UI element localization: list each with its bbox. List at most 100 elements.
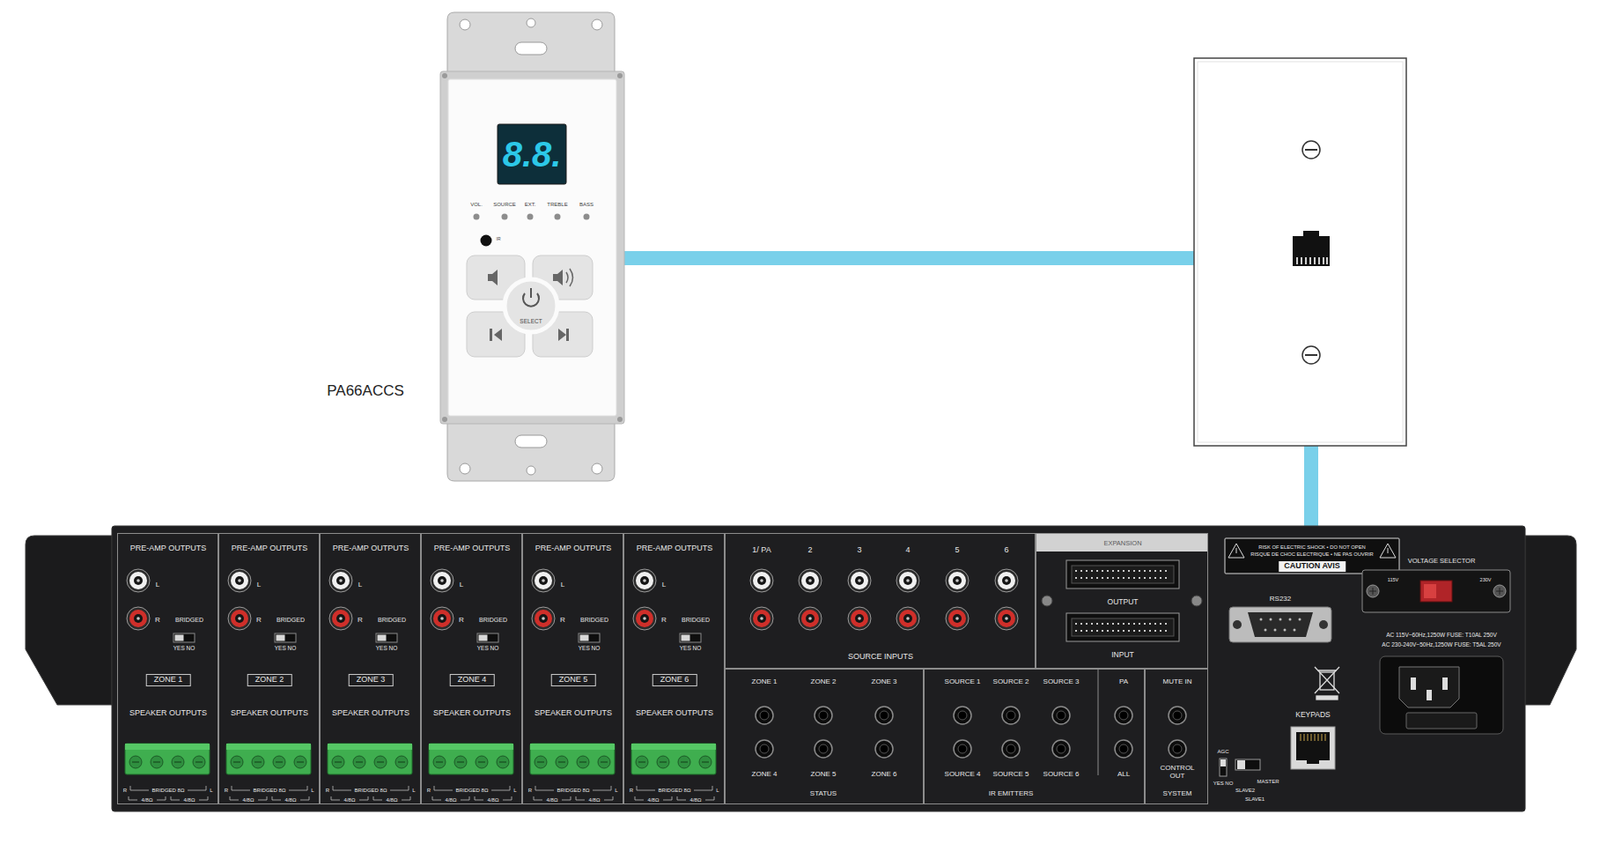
zone-section: PRE-AMP OUTPUTSLRBRIDGEDYES NOZONE 1SPEA… — [117, 532, 219, 804]
system-section: MUTE INCONTROL OUTSYSTEM — [1144, 668, 1209, 804]
serial-port — [1279, 618, 1283, 621]
channel-label: L — [459, 581, 464, 590]
section-heading: SPEAKER OUTPUTS — [635, 708, 714, 718]
jack-label: ALL — [1117, 770, 1130, 779]
expansion-headers — [1075, 623, 1171, 631]
keypad-body — [440, 71, 625, 424]
voltage-selector — [1362, 569, 1511, 612]
channel-label: R — [661, 616, 667, 625]
indicator-label: BASS — [579, 201, 594, 208]
keypad-body — [497, 124, 567, 185]
section-heading: SOURCE INPUTS — [847, 652, 914, 662]
power-inlet — [1442, 677, 1448, 690]
source-input-jacks — [750, 568, 774, 592]
button-label: SELECT — [519, 317, 542, 325]
terminal-label: BRIDGED 8Ω — [354, 787, 388, 794]
jack-label: PA — [1119, 678, 1129, 686]
switch-position: MASTER — [1256, 778, 1279, 785]
disposal-symbol — [1316, 695, 1338, 700]
keypad-body — [530, 287, 532, 298]
ir-emitter-jacks — [953, 706, 972, 724]
switch-label: BRIDGED — [276, 616, 305, 624]
jack-label: ZONE 5 — [811, 770, 837, 779]
serial-port — [1274, 628, 1277, 632]
keypad-body — [473, 213, 590, 221]
keypad-port-box: KEYPADS — [1281, 706, 1345, 779]
expansion-headers — [1066, 612, 1180, 642]
channel-label: R — [256, 616, 262, 625]
zone-hardware — [530, 568, 615, 800]
keypad-body — [473, 213, 480, 221]
jack-label: SOURCE 3 — [1043, 678, 1080, 686]
terminal-label: 4/8Ω — [445, 796, 458, 804]
status-jacks — [875, 739, 893, 758]
source-input-jacks — [798, 606, 822, 630]
zone-hardware — [631, 568, 716, 800]
keypad-body — [489, 328, 493, 341]
switch-label: AGC — [1216, 748, 1229, 755]
terminal-label: 4/8Ω — [589, 796, 601, 804]
section-heading: IR EMITTERS — [988, 789, 1034, 798]
keypad-body — [442, 73, 448, 79]
zone-badge: ZONE 4 — [449, 673, 495, 686]
ir-emitter-section: SOURCE 1SOURCE 2SOURCE 3PASOURCE 4SOURCE… — [923, 668, 1145, 804]
section-heading: STATUS — [810, 789, 837, 798]
switch-position: YES NO — [477, 644, 500, 651]
zone-badge: ZONE 6 — [652, 673, 698, 686]
input-number: 2 — [807, 545, 812, 555]
source-input-jacks — [750, 606, 774, 630]
caution-label — [1228, 543, 1396, 558]
ir-emitter-jacks — [1052, 706, 1070, 724]
ir-emitter-jacks — [1114, 739, 1133, 758]
terminal-label: L — [614, 787, 618, 794]
jack-label: SOURCE 1 — [944, 678, 981, 686]
keypad-body — [448, 79, 617, 416]
jack-label: SOURCE 6 — [1043, 770, 1080, 779]
zone-badge: ZONE 2 — [247, 673, 293, 686]
channel-label: R — [458, 616, 465, 625]
keypad-body — [583, 213, 590, 221]
channel-label: R — [560, 616, 566, 625]
zone-hardware — [327, 568, 413, 800]
zone-section: PRE-AMP OUTPUTSLRBRIDGEDYES NOZONE 3SPEA… — [319, 532, 421, 804]
section-heading: PRE-AMP OUTPUTS — [535, 544, 612, 553]
source-input-jacks — [945, 606, 969, 630]
switch-position: YES NO — [173, 644, 196, 651]
mode-switches — [1237, 759, 1246, 769]
input-number: 5 — [954, 545, 959, 555]
keypad-body — [527, 213, 534, 221]
terminal-label: BRIDGED 8Ω — [658, 787, 692, 794]
keypad-body — [466, 255, 593, 357]
system-jacks — [1168, 706, 1187, 758]
amplifier-panel — [25, 525, 1577, 812]
expansion-headers — [1071, 565, 1174, 583]
keypad-bracket — [447, 417, 615, 481]
input-number: 1/ PA — [752, 545, 771, 555]
channel-label: R — [154, 616, 161, 625]
rating-text: AC 115V~60Hz,1250W FUSE: T10AL 250V — [1386, 631, 1497, 638]
zone-section: PRE-AMP OUTPUTSLRBRIDGEDYES NOZONE 6SPEA… — [623, 532, 725, 804]
mode-switches — [1219, 758, 1261, 776]
keypad-body — [566, 328, 569, 341]
input-number: 3 — [856, 545, 862, 555]
section-heading: PRE-AMP OUTPUTS — [231, 544, 308, 553]
keypad-port — [1306, 756, 1320, 764]
system-jacks — [1168, 706, 1187, 724]
caution-badge: CAUTION AVIS — [1278, 560, 1346, 572]
terminal-label: R — [528, 787, 532, 794]
source-input-jacks — [995, 568, 1018, 592]
keypad-port — [1300, 733, 1326, 741]
ir-emitter-jacks — [1002, 739, 1020, 758]
zone-badge: ZONE 3 — [348, 673, 394, 686]
status-jacks — [755, 706, 893, 758]
indicator-label: VOL. — [470, 201, 483, 208]
section-heading: PRE-AMP OUTPUTS — [130, 544, 207, 553]
switch-position: YES NO — [376, 644, 399, 651]
section-heading: SPEAKER OUTPUTS — [534, 708, 612, 718]
status-section: ZONE 1ZONE 2ZONE 3ZONE 4ZONE 5ZONE 6STAT… — [724, 668, 924, 804]
switch-position: SLAVE1 — [1245, 796, 1265, 803]
keypad-bracket — [459, 463, 471, 474]
caution-label — [1224, 538, 1400, 574]
zone-hardware — [125, 568, 210, 800]
